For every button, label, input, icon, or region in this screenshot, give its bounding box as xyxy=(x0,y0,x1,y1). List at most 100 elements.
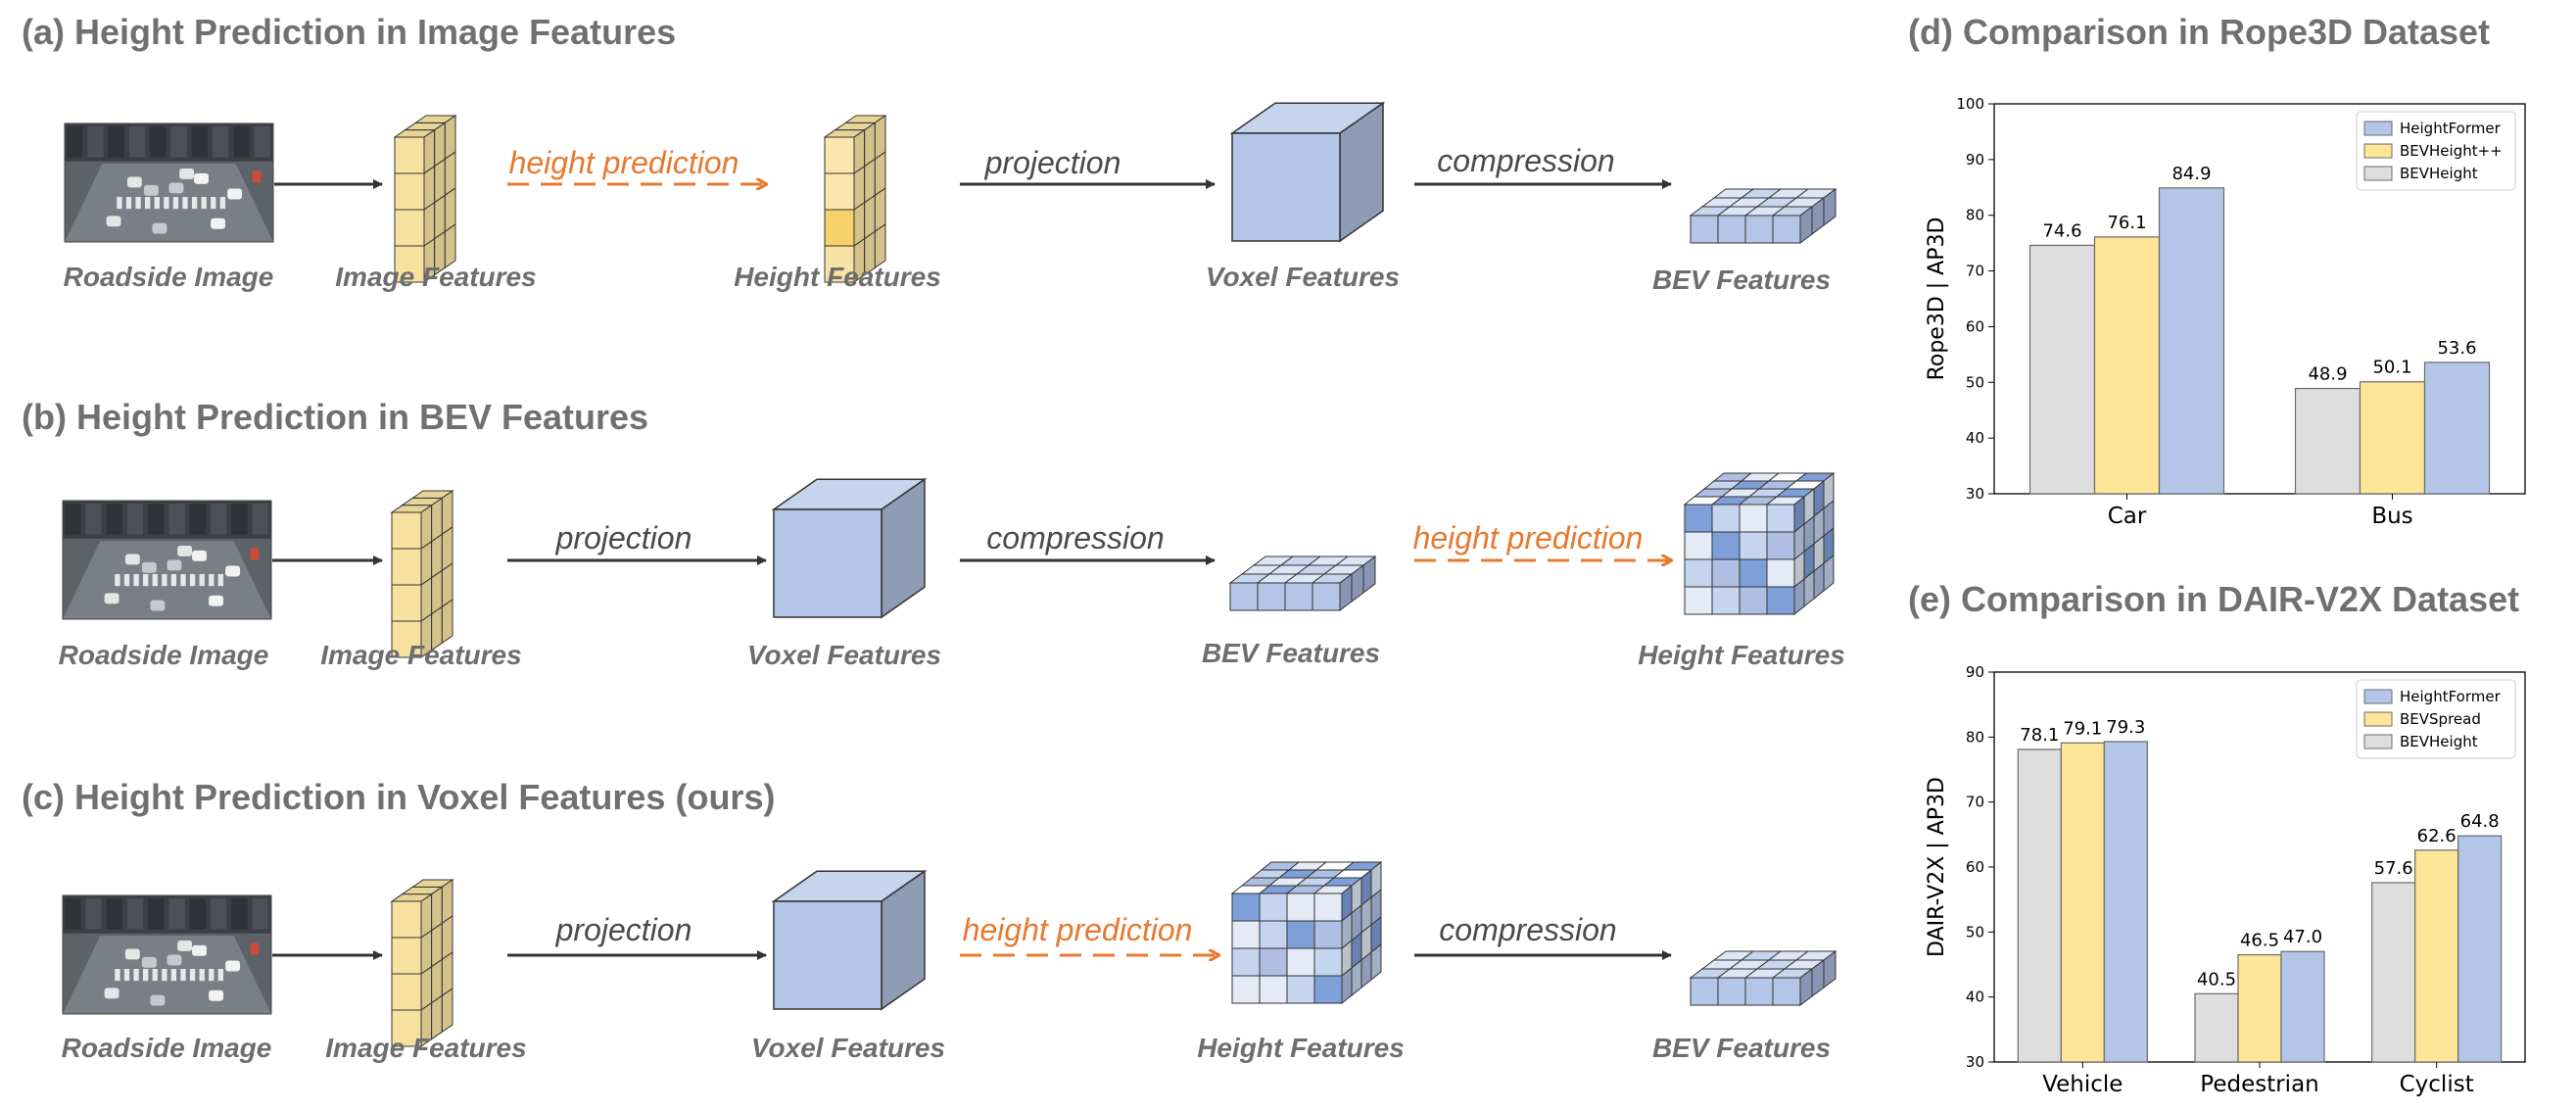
image-crosswalk-stripe xyxy=(123,574,130,587)
image-building xyxy=(231,898,248,930)
bev-front-cell xyxy=(1257,582,1286,611)
image-car xyxy=(141,561,157,573)
image-crosswalk-stripe xyxy=(189,969,196,982)
row-a-image-features xyxy=(393,115,457,283)
e-bar-value-label: 79.3 xyxy=(2106,717,2145,738)
image-car xyxy=(209,989,224,1001)
cube-front-face xyxy=(773,508,883,618)
row-b-caption-height-features: Height Features xyxy=(1638,640,1845,670)
image-crosswalk-stripe xyxy=(117,197,122,210)
grid-front-cell xyxy=(1739,531,1768,560)
image-crosswalk-stripe xyxy=(201,197,207,210)
image-building xyxy=(106,898,122,930)
slab-front-cell xyxy=(391,1009,422,1047)
image-building xyxy=(211,898,227,930)
image-crosswalk-stripe xyxy=(217,574,224,587)
grid-front-cell xyxy=(1739,586,1768,615)
grid-side-cell xyxy=(1370,942,1382,982)
image-building xyxy=(148,504,165,535)
grid-side-cell xyxy=(1823,554,1835,593)
image-crosswalk-stripe xyxy=(123,969,130,982)
row-a-caption-bev-features: BEV Features xyxy=(1652,265,1831,295)
image-car xyxy=(124,554,140,565)
row-c-title: (c) Height Prediction in Voxel Features … xyxy=(22,777,775,817)
image-building xyxy=(65,898,81,930)
image-car xyxy=(179,168,195,179)
image-car xyxy=(225,960,241,972)
d-legend-label: BEVHeight++ xyxy=(2400,142,2503,160)
image-crosswalk-stripe xyxy=(162,574,167,587)
image-crosswalk-stripe xyxy=(199,969,205,982)
bev-front-cell xyxy=(1717,977,1746,1006)
e-category-label: Vehicle xyxy=(2042,1072,2123,1097)
image-building xyxy=(189,504,207,535)
bev-front-cell xyxy=(1312,582,1341,611)
image-building xyxy=(252,504,268,535)
image-car xyxy=(106,216,121,227)
image-crosswalk-stripe xyxy=(219,197,226,210)
d-bar-value-label: 76.1 xyxy=(2107,213,2146,233)
image-building xyxy=(252,898,268,930)
bev-front-cell xyxy=(1229,582,1259,611)
image-crosswalk-stripe xyxy=(180,969,186,982)
e-bar xyxy=(2414,849,2459,1063)
e-ytick-label: 60 xyxy=(1966,858,1984,876)
image-building xyxy=(85,504,102,535)
row-c-label-compression: compression xyxy=(1439,912,1616,947)
row-a-roadside-image xyxy=(64,122,274,243)
image-car xyxy=(168,182,184,194)
d-ytick-label: 40 xyxy=(1966,429,1984,447)
e-ytick-label: 50 xyxy=(1966,923,1984,941)
image-car xyxy=(150,994,166,1006)
row-b-label-projection: projection xyxy=(555,520,692,555)
image-car xyxy=(141,956,157,968)
row-c-caption-roadside-image: Roadside Image xyxy=(62,1033,272,1063)
image-building xyxy=(231,504,248,535)
image-crosswalk-stripe xyxy=(133,969,139,982)
image-crosswalk-stripe xyxy=(133,574,139,587)
row-a-caption-image-features: Image Features xyxy=(335,262,536,292)
e-legend-swatch xyxy=(2363,689,2393,704)
image-car xyxy=(211,217,226,229)
row-c-label-projection: projection xyxy=(555,912,692,947)
bev-front-cell xyxy=(1690,215,1719,244)
slab-side-cell xyxy=(444,223,456,269)
bev-side-cell xyxy=(1823,950,1837,989)
row-a-caption-roadside-image: Roadside Image xyxy=(64,262,274,292)
bev-front-cell xyxy=(1744,215,1774,244)
image-crosswalk-stripe xyxy=(115,969,120,982)
d-axes-frame xyxy=(1993,103,2526,495)
row-c-bev-features xyxy=(1689,950,1837,1006)
d-legend-swatch xyxy=(2363,166,2393,181)
bev-front-cell xyxy=(1772,977,1801,1006)
e-ytick-label: 90 xyxy=(1966,663,1984,681)
row-b-caption-voxel-features: Voxel Features xyxy=(747,640,941,670)
image-building xyxy=(254,126,270,158)
image-building xyxy=(211,504,227,535)
image-car-red xyxy=(250,942,260,955)
row-a-caption-voxel-features: Voxel Features xyxy=(1206,262,1400,292)
slab-front-cell xyxy=(394,172,425,211)
e-legend-swatch xyxy=(2363,711,2393,727)
image-border xyxy=(62,500,272,620)
grid-front-cell xyxy=(1711,531,1741,560)
chart-e-title: (e) Comparison in DAIR-V2X Dataset xyxy=(1908,579,2519,619)
image-building xyxy=(106,504,122,535)
d-legend-swatch xyxy=(2363,121,2393,136)
slab-front-cell xyxy=(824,209,855,247)
image-building xyxy=(168,504,185,535)
row-c-roadside-image xyxy=(62,894,272,1015)
d-ytick-label: 30 xyxy=(1966,485,1984,503)
image-crosswalk-stripe xyxy=(199,574,205,587)
grid-front-cell xyxy=(1684,504,1713,533)
row-b-title: (b) Height Prediction in BEV Features xyxy=(22,397,648,437)
d-legend-label: BEVHeight xyxy=(2400,165,2478,182)
row-c-caption-bev-features: BEV Features xyxy=(1652,1033,1831,1063)
image-crosswalk-stripe xyxy=(135,197,141,210)
d-bar xyxy=(2359,381,2426,495)
grid-front-cell xyxy=(1766,504,1795,533)
row-a-label-projection: projection xyxy=(984,145,1121,180)
d-bar xyxy=(2423,362,2491,495)
image-building xyxy=(233,126,250,158)
